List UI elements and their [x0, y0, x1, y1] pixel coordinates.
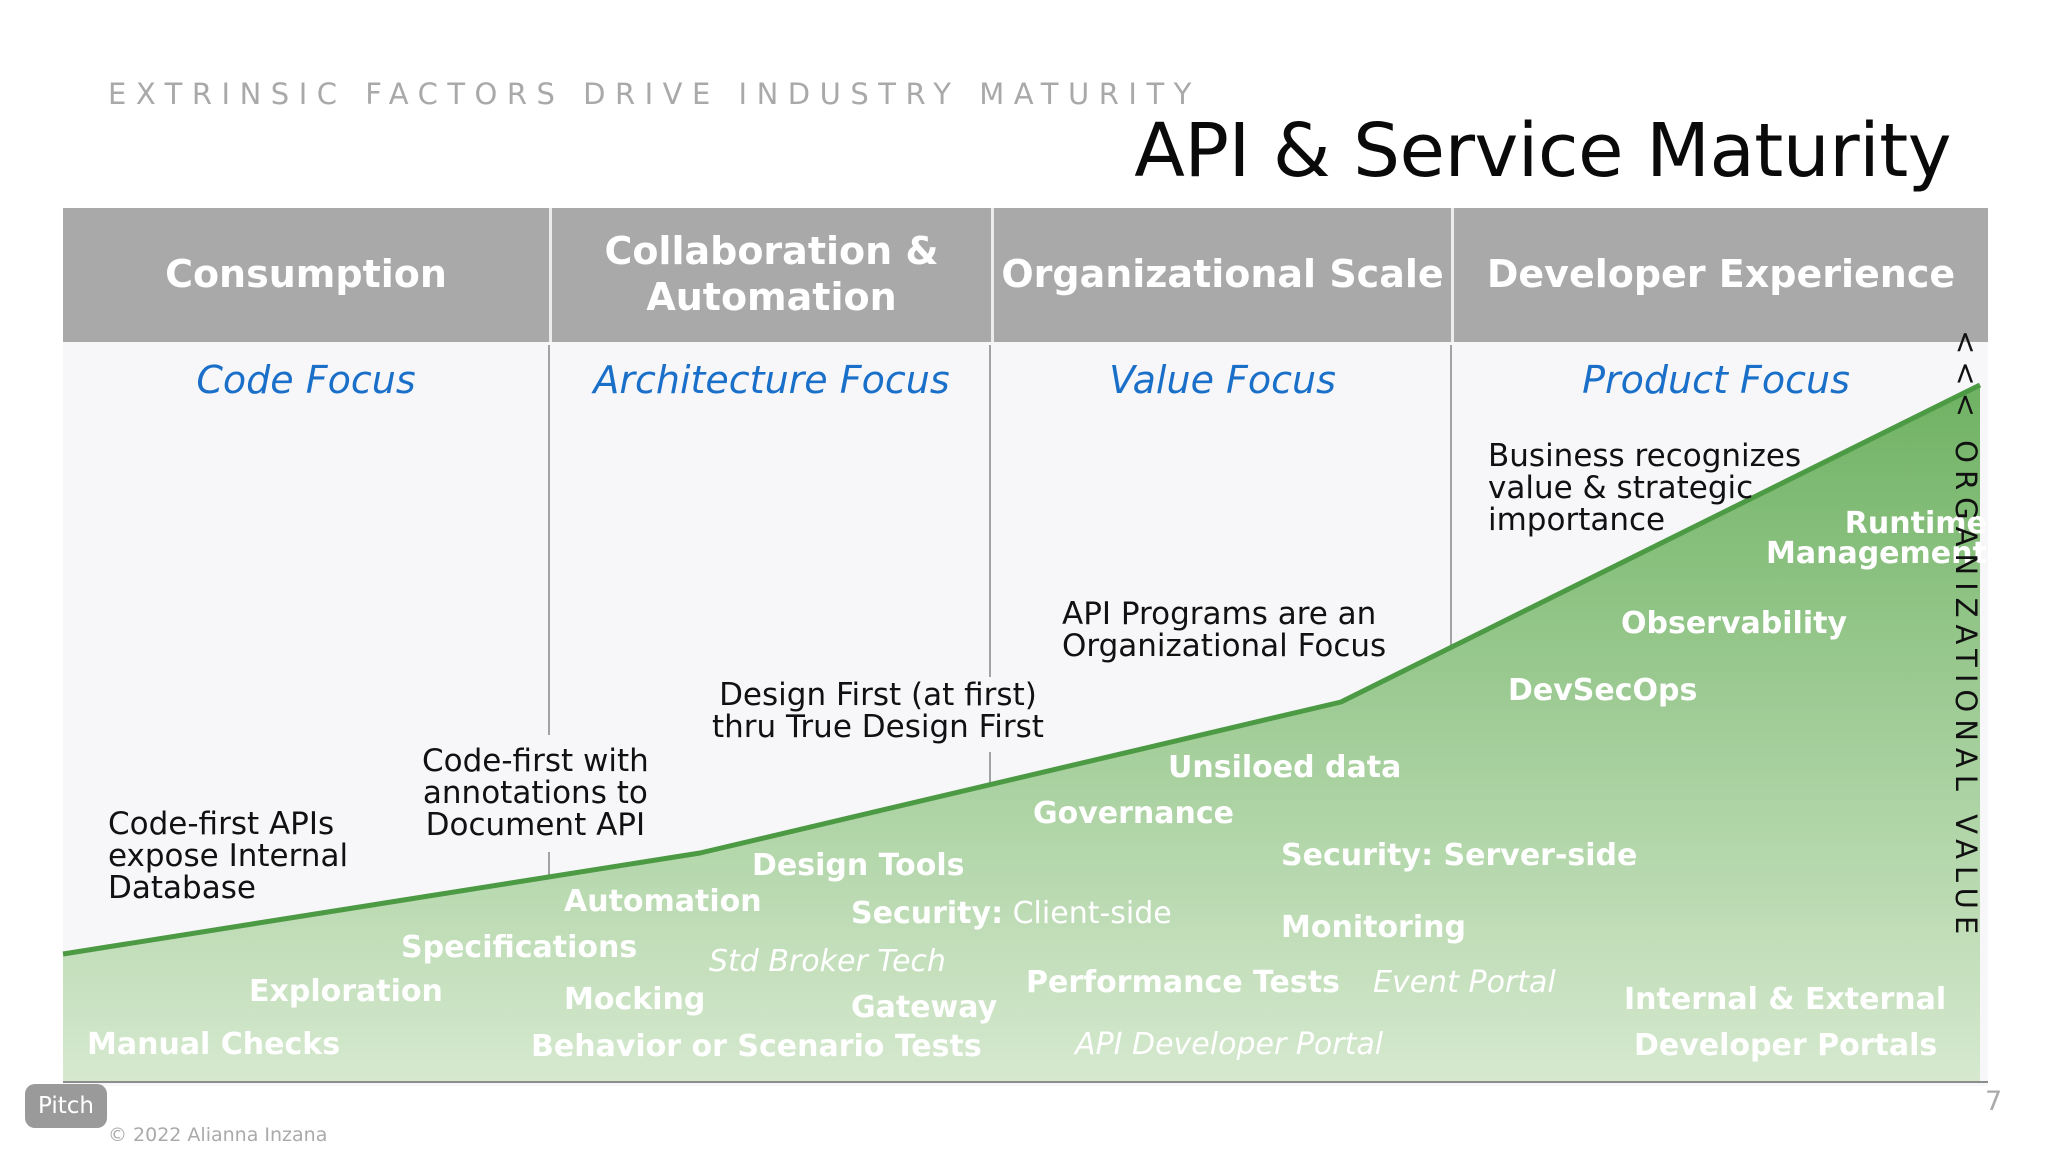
curve-line [62, 382, 1982, 957]
capability-performance-tests: Performance Tests [1026, 965, 1340, 1000]
capability-gateway: Gateway [851, 990, 998, 1025]
annotation-design-first: Design First (at first) thru True Design… [712, 677, 1044, 746]
curve-area [63, 385, 1980, 1082]
capability-runtime-management: Runtime Management [1766, 506, 1987, 571]
organizational-value-axis-label: <<< ORGANIZATIONAL VALUE [1949, 330, 1983, 942]
copyright-text: © 2022 Alianna Inzana [108, 1124, 328, 1146]
focus-code: Code Focus [196, 358, 416, 402]
focus-architecture: Architecture Focus [593, 358, 950, 402]
capability-design-tools: Design Tools [752, 848, 965, 883]
capability-unsiloed-data: Unsiloed data [1168, 750, 1402, 785]
capability-specifications: Specifications [401, 930, 638, 965]
capability-developer-portals: Developer Portals [1634, 1028, 1938, 1063]
page-number: 7 [1985, 1086, 2003, 1117]
capability-internal-external: Internal & External [1624, 982, 1947, 1017]
eyebrow-text: EXTRINSIC FACTORS DRIVE INDUSTRY MATURIT… [108, 77, 1201, 111]
column-divider [989, 345, 991, 677]
annotation-code-first-apis: Code-first APIs expose Internal Database [108, 806, 349, 907]
capability-manual-checks: Manual Checks [87, 1027, 341, 1062]
baseline [63, 1081, 1988, 1083]
column-header-consumption: Consumption [165, 252, 447, 297]
slide-title: API & Service Maturity [1134, 108, 1951, 194]
header-separator [549, 208, 552, 342]
capability-security-server: Security: Server-side [1281, 838, 1638, 873]
capability-automation: Automation [564, 884, 762, 919]
focus-value: Value Focus [1109, 358, 1336, 402]
capability-observability: Observability [1621, 606, 1847, 641]
column-divider [1450, 345, 1452, 645]
column-header-organizational-scale: Organizational Scale [1001, 252, 1444, 297]
capability-governance: Governance [1033, 796, 1235, 831]
focus-product: Product Focus [1582, 358, 1850, 402]
capability-behavior-tests: Behavior or Scenario Tests [531, 1029, 982, 1064]
capability-security-client: Security: Client-side [851, 896, 1172, 931]
capability-mocking: Mocking [564, 982, 706, 1017]
annotation-api-programs: API Programs are an Organizational Focus [1062, 596, 1387, 665]
column-divider [548, 345, 550, 735]
header-bar [63, 208, 1988, 342]
capability-api-developer-portal: API Developer Portal [1075, 1027, 1384, 1062]
header-separator [991, 208, 994, 342]
capability-monitoring: Monitoring [1281, 910, 1466, 945]
column-header-collaboration: Collaboration & Automation [604, 229, 939, 319]
column-header-developer-experience: Developer Experience [1486, 252, 1956, 297]
capability-std-broker: Std Broker Tech [709, 944, 946, 979]
capability-event-portal: Event Portal [1373, 965, 1556, 1000]
annotation-business-value: Business recognizes value & strategic im… [1488, 438, 1802, 539]
annotation-code-first-annotations: Code-first with annotations to Document … [422, 743, 649, 844]
header-separator [1451, 208, 1454, 342]
pitch-badge[interactable]: Pitch [25, 1084, 107, 1128]
capability-exploration: Exploration [249, 974, 443, 1009]
capability-devsecops: DevSecOps [1508, 673, 1698, 708]
